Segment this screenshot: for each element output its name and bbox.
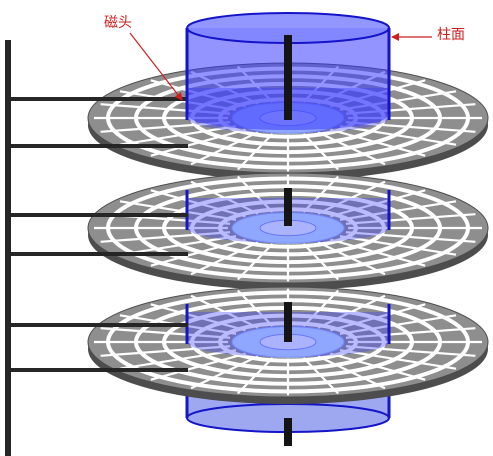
- head-arm: [8, 368, 188, 372]
- sector-line: [330, 128, 426, 157]
- sector-line: [237, 357, 274, 395]
- sector-line: [345, 213, 476, 225]
- sector-line: [150, 189, 246, 218]
- sector-line: [302, 175, 339, 213]
- sector-line: [119, 200, 237, 221]
- sector-line: [330, 303, 426, 332]
- head-arm: [8, 252, 188, 256]
- sector-line: [190, 241, 259, 276]
- sector-line: [119, 349, 237, 370]
- sector-line: [237, 289, 274, 327]
- sector-line: [317, 294, 386, 329]
- sector-line: [302, 357, 339, 395]
- sector-line: [190, 180, 259, 215]
- sector-line: [100, 345, 231, 357]
- sector-line: [150, 352, 246, 381]
- sector-line: [100, 327, 231, 339]
- sector-line: [302, 133, 339, 171]
- sector-line: [237, 175, 274, 213]
- sector-line: [345, 231, 476, 243]
- spindle: [284, 35, 292, 446]
- sector-line: [317, 180, 386, 215]
- sector-line: [237, 243, 274, 281]
- cylinder-label: 柱面: [437, 27, 465, 43]
- sector-line: [190, 355, 259, 390]
- sector-line: [317, 241, 386, 276]
- sector-line: [190, 131, 259, 166]
- sector-line: [339, 200, 457, 221]
- sector-line: [330, 238, 426, 267]
- sector-line: [317, 355, 386, 390]
- head-arm: [8, 213, 188, 217]
- sector-line: [100, 231, 231, 243]
- sector-line: [339, 125, 457, 146]
- sector-line: [150, 303, 246, 332]
- sector-line: [190, 294, 259, 329]
- head-pointer-line: [129, 32, 183, 101]
- sector-line: [317, 131, 386, 166]
- head-label: 磁头: [104, 15, 132, 31]
- sector-line: [302, 243, 339, 281]
- sector-line: [237, 133, 274, 171]
- head-arm: [8, 97, 188, 101]
- head-arm: [8, 144, 188, 148]
- sector-line: [119, 125, 237, 146]
- sector-line: [119, 235, 237, 256]
- sector-line: [150, 238, 246, 267]
- sector-line: [339, 314, 457, 335]
- sector-line: [330, 189, 426, 218]
- sector-line: [345, 345, 476, 357]
- head-arm: [8, 323, 188, 327]
- sector-line: [302, 289, 339, 327]
- actuator-post: [5, 40, 11, 456]
- sector-line: [345, 327, 476, 339]
- sector-line: [339, 235, 457, 256]
- sector-line: [339, 349, 457, 370]
- sector-line: [330, 352, 426, 381]
- sector-line: [150, 128, 246, 157]
